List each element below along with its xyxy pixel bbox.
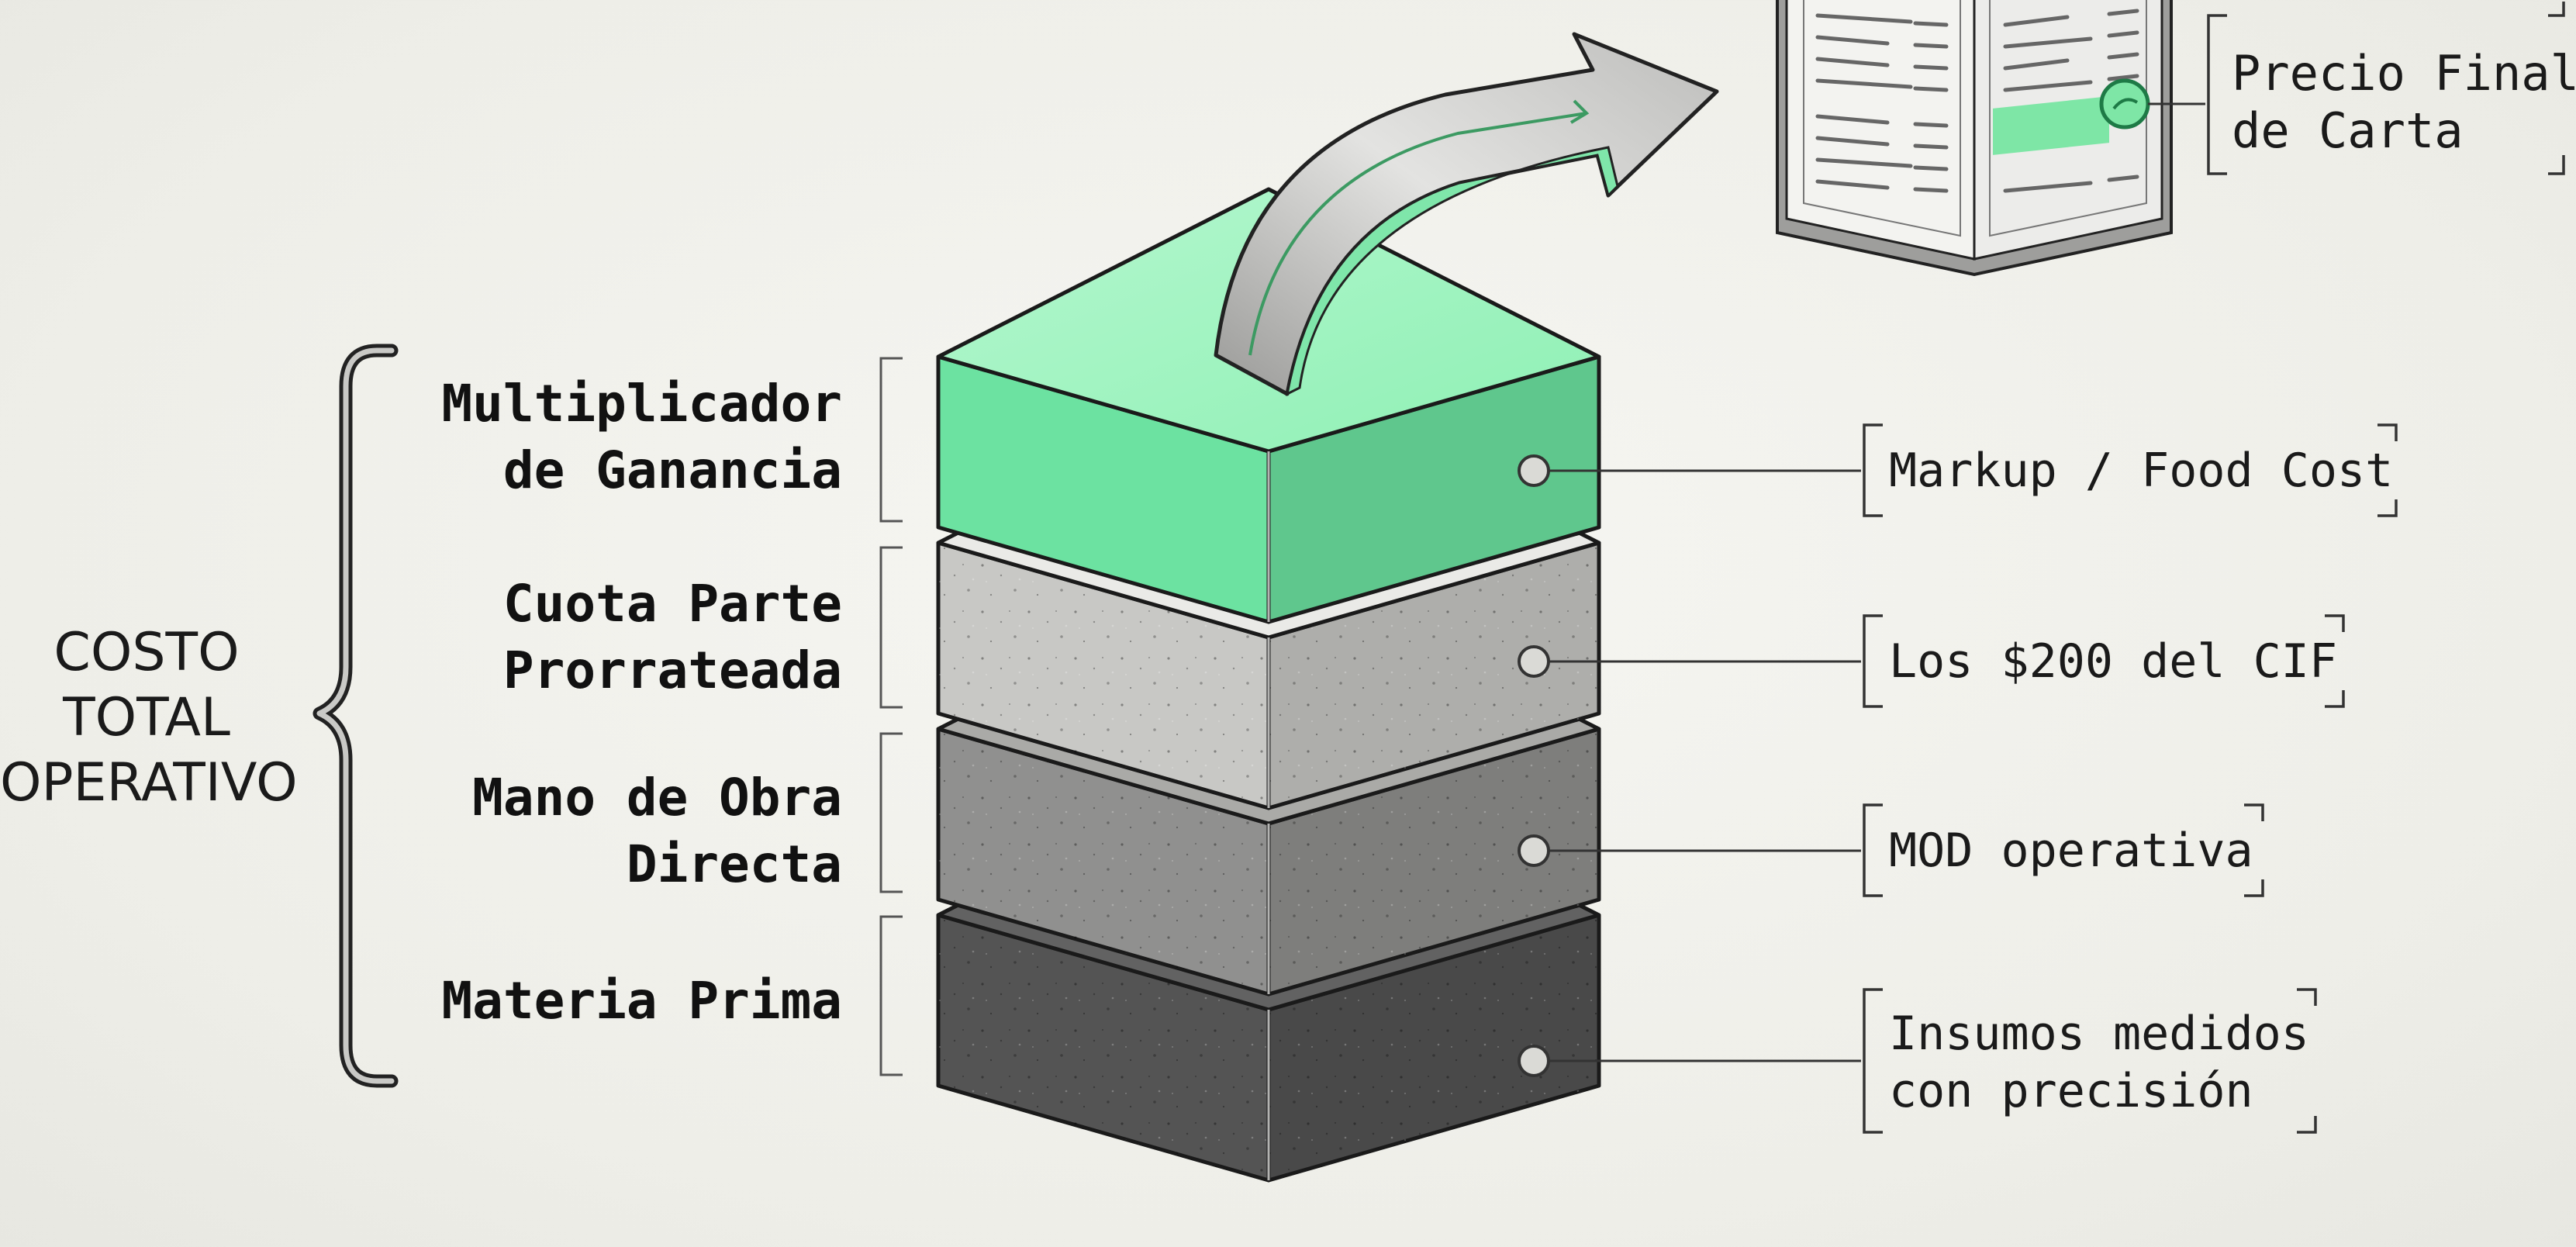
dot-material <box>1518 1045 1550 1077</box>
bracket-profit <box>879 357 903 523</box>
callout-bracket-menu <box>2207 2 2565 175</box>
menu-text-line <box>2003 58 2070 71</box>
callout-line: de Carta <box>2232 102 2464 159</box>
callout-bracket-material <box>1863 988 2317 1134</box>
block-texture <box>1269 729 1599 994</box>
total-cost-line: TOTAL <box>63 687 230 748</box>
menu-text-line <box>1913 122 1949 128</box>
callout-line: Los $200 del CIF <box>1889 634 2337 689</box>
callout-prorated: Los $200 del CIF <box>1889 633 2337 690</box>
menu-text-line <box>2107 9 2139 16</box>
layer-label-line: Mano de Obra <box>472 768 842 827</box>
menu-text-line <box>2107 52 2139 60</box>
callout-line: Insumos medidos <box>1889 1007 2309 1061</box>
callout-bracket-prorated <box>1863 614 2345 708</box>
layer-label-line: Prorrateada <box>502 641 842 700</box>
block-texture <box>938 915 1269 1180</box>
total-cost-line: OPERATIVO <box>0 752 298 813</box>
menu-price-highlight <box>1993 96 2109 155</box>
dot-labor <box>1518 834 1550 867</box>
dot-profit <box>1518 454 1550 487</box>
menu-text-line <box>1815 13 1913 24</box>
price-arrow <box>1214 32 1719 396</box>
menu-text-line <box>1913 21 1949 27</box>
menu-text-line <box>1815 114 1890 125</box>
block-texture <box>938 543 1269 808</box>
callout-profit: Markup / Food Cost <box>1889 442 2393 499</box>
menu-text-line <box>1815 35 1890 46</box>
menu-text-line <box>2003 15 2070 27</box>
block-texture <box>1269 543 1599 808</box>
cost-stack <box>936 187 1601 1183</box>
layer-label-material: Materia Prima <box>441 968 842 1035</box>
layer-label-line: Multiplicador <box>441 374 842 434</box>
menu-card <box>1776 0 2205 277</box>
dot-prorated <box>1518 645 1550 678</box>
bracket-labor <box>879 732 903 893</box>
total-cost-line: COSTO <box>54 622 240 683</box>
menu-price-dot <box>2099 78 2150 130</box>
layer-label-prorated: Cuota Parte Prorrateada <box>503 571 842 704</box>
callout-line: MOD operativa <box>1889 824 2253 878</box>
callout-menu-price: Precio Final de Carta <box>2232 45 2576 160</box>
menu-text-line <box>2003 181 2093 193</box>
layer-label-brackets <box>879 357 903 1076</box>
block-texture <box>1269 915 1599 1180</box>
menu-text-line <box>2107 30 2139 38</box>
menu-text-line <box>1815 179 1890 190</box>
callout-line: Markup / Food Cost <box>1889 444 2394 498</box>
menu-text-line <box>2107 74 2139 81</box>
menu-text-line <box>1815 136 1890 147</box>
layer-label-line: Directa <box>626 834 842 894</box>
callout-dots <box>1518 454 1550 1077</box>
callout-brackets <box>1863 2 2565 1134</box>
menu-text-line <box>2003 36 2093 49</box>
bracket-material <box>879 915 903 1076</box>
layer-label-line: Materia Prima <box>441 971 842 1031</box>
callout-bracket-labor <box>1863 803 2264 897</box>
menu-text-line <box>1913 43 1949 49</box>
bracket-prorated <box>879 546 903 709</box>
callout-line: Precio Final <box>2232 45 2576 102</box>
menu-text-line <box>1913 64 1949 71</box>
menu-text-line <box>1815 157 1913 168</box>
callout-labor: MOD operativa <box>1889 822 2253 879</box>
menu-text-line <box>1815 78 1913 89</box>
layer-label-profit: Multiplicador de Ganancia <box>441 371 842 504</box>
menu-text-line <box>2003 80 2093 92</box>
menu-text-line <box>1913 165 1949 171</box>
total-cost-label: COSTO TOTAL OPERATIVO <box>0 620 298 816</box>
callout-line: con precisión <box>1889 1064 2253 1118</box>
layer-label-line: de Ganancia <box>502 440 842 500</box>
callout-connectors <box>1534 469 1861 1062</box>
layer-label-labor: Mano de Obra Directa <box>472 765 842 898</box>
menu-text-line <box>1913 86 1949 92</box>
callout-bracket-profit <box>1863 423 2398 517</box>
menu-text-line <box>1815 57 1890 67</box>
block-texture <box>938 729 1269 994</box>
menu-text-line <box>2107 174 2139 182</box>
menu-text-line <box>1913 143 1949 150</box>
callout-material: Insumos medidos con precisión <box>1889 1005 2309 1120</box>
menu-text-line <box>1913 187 1949 193</box>
layer-label-line: Cuota Parte <box>502 574 842 634</box>
total-cost-brace <box>313 344 399 1088</box>
